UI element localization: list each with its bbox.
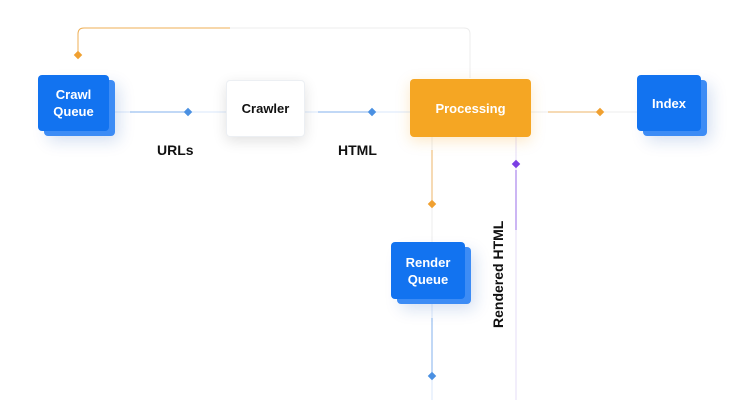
node-crawler: Crawler xyxy=(226,80,305,137)
node-label: Processing xyxy=(435,100,506,116)
node-index: Index xyxy=(637,75,701,131)
connector-arrowhead xyxy=(595,107,605,117)
edge-label-rendered-html: Rendered HTML xyxy=(490,220,506,328)
node-label: Render Queue xyxy=(405,254,451,287)
node-label: Crawler xyxy=(241,101,290,116)
connector-processing-to-crawl-queue xyxy=(77,27,471,78)
connector-arrowhead xyxy=(183,107,193,117)
node-processing: Processing xyxy=(410,79,531,137)
node-label: Index xyxy=(652,95,686,111)
connector-processing-to-crawl-queue-accent xyxy=(77,27,230,56)
edge-label-urls: URLs xyxy=(157,142,194,158)
connector-arrowhead xyxy=(427,199,437,209)
node-label: Crawl Queue xyxy=(53,87,94,119)
node-crawl-queue: Crawl Queue xyxy=(38,75,109,131)
edge-label-html: HTML xyxy=(338,142,377,158)
node-render-queue: Render Queue xyxy=(391,242,465,299)
connector-arrowhead xyxy=(511,159,521,169)
connector-arrowhead xyxy=(73,50,83,60)
connector-arrowhead xyxy=(427,371,437,381)
connector-arrowhead xyxy=(367,107,377,117)
